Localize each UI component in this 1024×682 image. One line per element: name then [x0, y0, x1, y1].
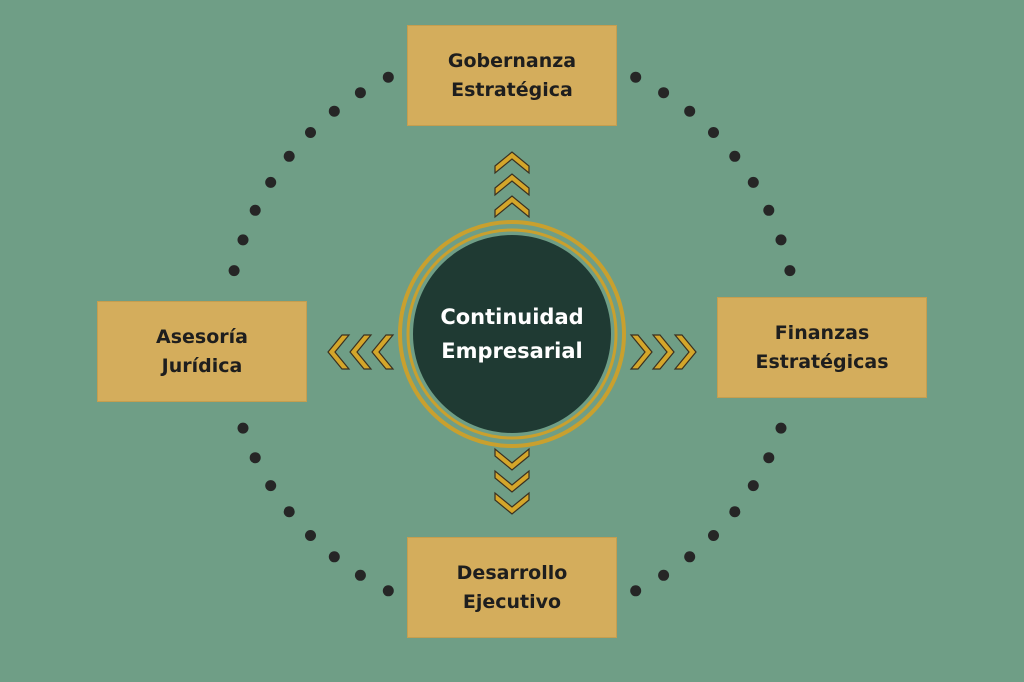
ring-dot: [228, 265, 240, 277]
center-label: Continuidad Empresarial: [440, 305, 584, 363]
ring-dot: [237, 422, 249, 434]
ring-dot: [658, 569, 670, 581]
node-label: Finanzas Estratégicas: [755, 321, 889, 373]
node-label: Gobernanza Estratégica: [447, 49, 577, 101]
ring-dot: [763, 452, 775, 464]
node-desarrollo-ejecutivo: Desarrollo Ejecutivo: [407, 537, 617, 638]
ring-dot: [305, 530, 316, 541]
ring-dot: [684, 105, 696, 117]
ring-dot: [658, 87, 670, 99]
center-circle: [398, 220, 626, 448]
ring-dot: [382, 585, 394, 597]
ring-dot: [328, 105, 340, 117]
chevron-right-icon: [630, 334, 697, 370]
ring-dot: [729, 506, 741, 518]
ring-dot: [354, 569, 366, 581]
ring-dot: [747, 176, 759, 188]
chevron-up-icon: [494, 151, 530, 218]
ring-dot: [729, 150, 741, 162]
ring-dot: [283, 150, 295, 162]
ring-dot: [354, 87, 366, 99]
ring-dot: [249, 204, 261, 216]
ring-dot: [775, 422, 787, 434]
node-gobernanza-estrategica: Gobernanza Estratégica: [407, 25, 617, 126]
chevron-down-icon: [494, 448, 530, 515]
ring-dot: [684, 551, 696, 563]
ring-dot: [283, 506, 295, 518]
ring-dot: [763, 204, 775, 216]
ring-dot: [747, 480, 759, 492]
ring-dot: [305, 127, 316, 138]
ring-dot: [630, 71, 642, 83]
ring-dot: [784, 265, 796, 277]
ring-dot: [708, 530, 719, 541]
node-finanzas-estrategicas: Finanzas Estratégicas: [717, 297, 927, 398]
ring-dot: [382, 71, 394, 83]
dotted-circle: [228, 71, 796, 597]
ring-dot: [265, 176, 277, 188]
node-asesoria-juridica: Asesoría Jurídica: [97, 301, 307, 402]
ring-dot: [237, 234, 249, 246]
ring-dot: [630, 585, 642, 597]
ring-dot: [249, 452, 261, 464]
node-label: Desarrollo Ejecutivo: [456, 561, 568, 613]
node-label: Asesoría Jurídica: [156, 325, 248, 377]
ring-dot: [708, 127, 719, 138]
ring-dot: [328, 551, 340, 563]
chevron-left-icon: [327, 334, 394, 370]
ring-dot: [775, 234, 787, 246]
ring-dot: [265, 480, 277, 492]
